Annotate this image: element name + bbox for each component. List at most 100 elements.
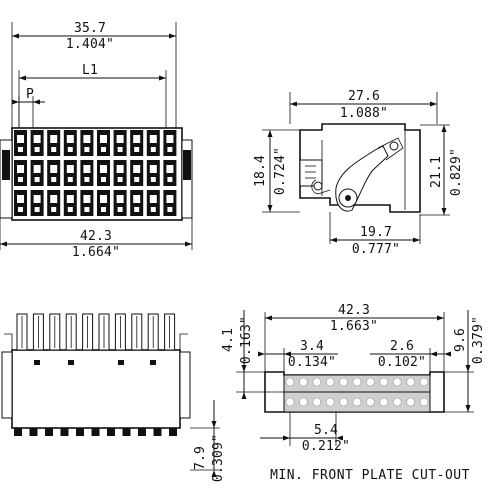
dim-overall-top-in: 1.404" (66, 37, 114, 52)
dim-side-height-right-mm: 21.1 (429, 156, 444, 188)
dim-side-height-right-in: 0.829" (449, 148, 464, 196)
terminal-pin (84, 147, 90, 152)
terminal-pin (51, 207, 57, 212)
dim-pitch-label: P (26, 87, 34, 102)
cutout-hole (299, 377, 308, 387)
cutout-hole (352, 377, 362, 387)
cutout-hole (366, 397, 375, 407)
terminal-opening (50, 165, 58, 173)
terminal-opening (83, 165, 91, 173)
foot (14, 428, 22, 436)
terminal-pin (51, 147, 57, 152)
marker-square (34, 360, 40, 365)
cutout-caption: MIN. FRONT PLATE CUT-OUT (270, 468, 470, 483)
front-view: 35.7 1.404" L1 P 42.3 1.664" (0, 21, 193, 260)
cutout-hole (392, 377, 402, 387)
terminal-pin (67, 207, 73, 212)
terminal-pin (134, 207, 140, 212)
dim-bottom-height-mm: 7.9 (193, 446, 208, 470)
terminal-pin (167, 207, 173, 212)
terminal-pin (34, 207, 40, 212)
terminal-opening (33, 165, 41, 173)
terminal-opening (100, 135, 107, 143)
terminal-opening (83, 135, 91, 143)
terminal-opening (33, 195, 41, 203)
foot (60, 428, 69, 436)
dim-cutout-bottom-mm: 5.4 (314, 423, 338, 438)
cutout-hole (352, 397, 362, 407)
terminal-pin (117, 177, 123, 182)
foot (122, 428, 131, 436)
cutout-hole (325, 397, 335, 407)
dim-overall-bottom-in: 1.664" (72, 245, 120, 260)
terminal-pin (67, 177, 73, 182)
foot (76, 428, 84, 436)
terminal-opening (100, 165, 107, 173)
cutout-hole (285, 397, 295, 407)
dim-cutout-left-height-in: 0.163" (239, 316, 254, 364)
terminal-opening (166, 165, 174, 173)
foot (153, 428, 162, 436)
dim-cutout-offset-b-in: 0.102" (378, 355, 426, 370)
cutout-hole (312, 377, 322, 387)
terminal-pin (150, 177, 156, 182)
terminal-opening (50, 135, 58, 143)
terminal-pin (101, 147, 106, 152)
foot (169, 428, 177, 436)
terminal-opening (166, 135, 174, 143)
terminal-opening (17, 165, 24, 173)
dim-side-depth-in: 0.777" (352, 242, 400, 257)
cutout-hole (285, 377, 295, 387)
terminal-pin (117, 147, 123, 152)
dim-cutout-bottom-in: 0.212" (302, 439, 350, 454)
terminal-opening (66, 165, 74, 173)
dim-l1-label: L1 (82, 63, 98, 78)
dim-cutout-right-height-mm: 9.6 (453, 328, 468, 352)
terminal-opening (66, 135, 74, 143)
terminal-opening (33, 135, 41, 143)
cutout-hole (406, 377, 415, 387)
terminal-pin (34, 177, 40, 182)
terminal-opening (66, 195, 74, 203)
terminal-pin (117, 207, 123, 212)
cutout-hole (325, 377, 335, 387)
dim-overall-bottom-mm: 42.3 (80, 229, 112, 244)
dim-cutout-width-mm: 42.3 (338, 303, 370, 318)
terminal-opening (133, 165, 141, 173)
marker-square (150, 360, 156, 365)
cutout-hole (379, 377, 389, 387)
cutout-hole (312, 397, 322, 407)
cutout-view: 42.3 1.663" 4.1 0.163" 3.4 0.134" 2.6 0.… (221, 303, 486, 483)
terminal-pin (101, 177, 106, 182)
terminal-opening (116, 165, 124, 173)
dim-side-width-mm: 27.6 (348, 89, 380, 104)
terminal-opening (166, 195, 174, 203)
cutout-hole (419, 377, 429, 387)
terminal-pin (18, 177, 23, 182)
cutout-hole (379, 397, 389, 407)
foot (45, 428, 53, 436)
dim-side-depth-mm: 19.7 (360, 225, 392, 240)
dim-cutout-right-height-in: 0.379" (471, 316, 486, 364)
cutout-hole (406, 397, 415, 407)
terminal-pin (84, 177, 90, 182)
terminal-opening (149, 135, 157, 143)
terminal-pin (34, 147, 40, 152)
cutout-hole (366, 377, 375, 387)
terminal-pin (150, 147, 156, 152)
terminal-pin (167, 147, 173, 152)
terminal-opening (100, 195, 107, 203)
marker-square (68, 360, 74, 365)
terminal-pin (101, 207, 106, 212)
dim-cutout-width-in: 1.663" (330, 319, 378, 334)
cutout-hole (339, 397, 348, 407)
terminal-pin (150, 207, 156, 212)
marker-square (118, 360, 124, 365)
terminal-pin (134, 177, 140, 182)
terminal-pin (51, 177, 57, 182)
terminal-opening (116, 195, 124, 203)
terminal-opening (17, 195, 24, 203)
dim-cutout-offset-a-in: 0.134" (288, 355, 336, 370)
dim-overall-top-mm: 35.7 (74, 21, 106, 36)
